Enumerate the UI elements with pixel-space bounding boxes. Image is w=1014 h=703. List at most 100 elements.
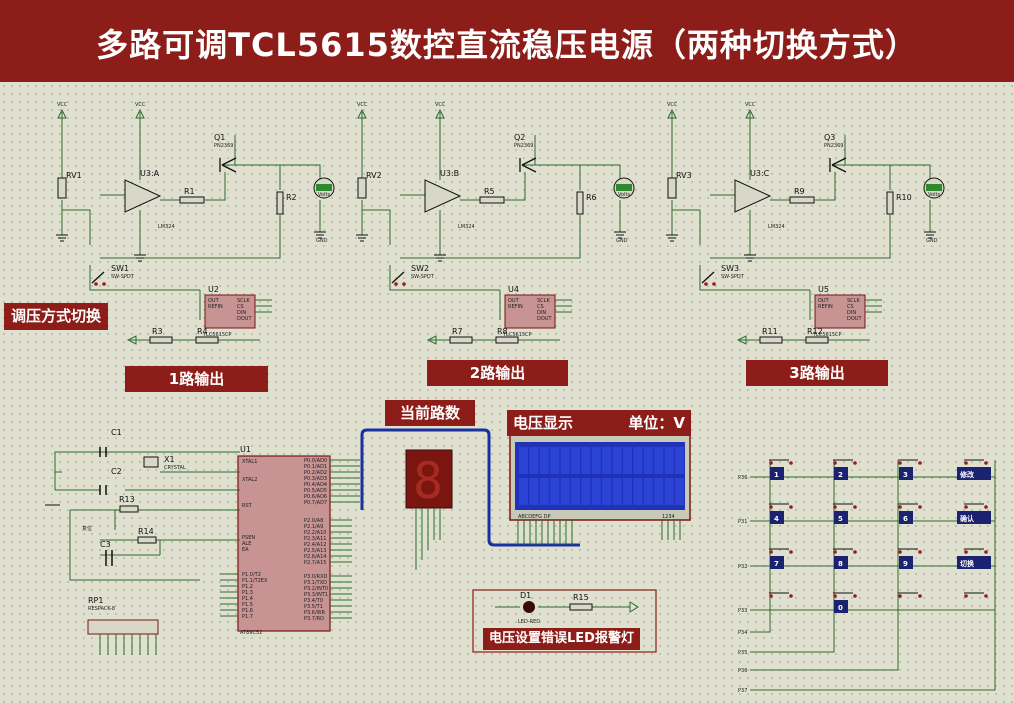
keypad-key-label: 0 bbox=[838, 604, 843, 612]
lcd-cell bbox=[581, 478, 591, 505]
lcd-cell bbox=[539, 478, 549, 505]
keypad-key-label: 确认 bbox=[960, 514, 975, 523]
keypad-key[interactable] bbox=[834, 511, 848, 524]
led-d1[interactable] bbox=[523, 601, 535, 613]
mcu-p3-pin: P3.0/RXD bbox=[304, 574, 328, 580]
opamp-ref: U3:B bbox=[440, 169, 459, 178]
mcu-p1-pin: P1.4 bbox=[242, 596, 253, 602]
lcd-cell bbox=[529, 478, 539, 505]
r-dac1-ref: R11 bbox=[762, 327, 778, 336]
r-dac1-ref: R3 bbox=[152, 327, 163, 336]
lcd-cell bbox=[633, 478, 643, 505]
mcu-chip[interactable] bbox=[237, 455, 331, 632]
keypad-key[interactable] bbox=[834, 556, 848, 569]
mcu-p3-pin: P3.5/T1 bbox=[304, 604, 323, 610]
keypad-key[interactable] bbox=[770, 467, 784, 480]
keypad-key[interactable] bbox=[957, 511, 991, 524]
r-dac2-ref: R4 bbox=[197, 327, 208, 336]
keypad-key[interactable] bbox=[770, 511, 784, 524]
mcu-ref: U1 bbox=[240, 445, 251, 454]
mcu-p0-pin: P0.2/AD2 bbox=[304, 470, 327, 476]
opamp[interactable] bbox=[424, 179, 462, 213]
lcd-cell bbox=[519, 478, 528, 505]
led-alarm-box bbox=[472, 589, 657, 653]
x1-ref: X1 bbox=[164, 455, 175, 464]
mode-switch-label: 调压方式切换 bbox=[4, 303, 108, 330]
page-title: 多路可调TCL5615数控直流稳压电源（两种切换方式） bbox=[96, 26, 918, 64]
mcu-p1-pin: P1.5 bbox=[242, 602, 253, 608]
dac-type: TLC5615CP bbox=[202, 332, 232, 338]
mcu-p1-pin: P1.2 bbox=[242, 584, 253, 590]
potentiometer[interactable] bbox=[57, 177, 67, 199]
keypad-key[interactable] bbox=[899, 511, 913, 524]
crystal-type: CRYSTAL bbox=[164, 465, 186, 471]
transistor[interactable] bbox=[829, 157, 847, 173]
seven-seg-display[interactable] bbox=[405, 449, 453, 509]
opamp[interactable] bbox=[734, 179, 772, 213]
seven-seg-digit: 8 bbox=[413, 452, 443, 510]
mcu-pin-label: EA bbox=[242, 547, 249, 553]
mcu-pin-label: XTAL1 bbox=[242, 459, 257, 465]
output-2-label: 2路输出 bbox=[427, 360, 568, 386]
keypad-key[interactable] bbox=[957, 467, 991, 480]
lcd-cell bbox=[633, 447, 643, 474]
voltage-display-text: 电压显示 bbox=[513, 414, 574, 432]
transistor-ref: Q3 bbox=[824, 133, 835, 142]
keypad-key-label: 6 bbox=[903, 515, 908, 523]
lcd-cell bbox=[602, 478, 612, 505]
meter-unit: Volts bbox=[928, 192, 940, 198]
lcd-cell bbox=[654, 447, 664, 474]
lcd-cell bbox=[675, 478, 684, 505]
transistor[interactable] bbox=[219, 157, 237, 173]
mcu-p0-pin: P0.6/AD6 bbox=[304, 494, 327, 500]
mcu-p3-pin: P3.7/RD bbox=[304, 616, 324, 622]
meter-unit: Volts bbox=[618, 192, 630, 198]
keypad-key-label: 1 bbox=[774, 471, 779, 479]
dac-chip[interactable] bbox=[204, 294, 256, 329]
key-row-label: P31 bbox=[738, 519, 747, 525]
keypad-key[interactable] bbox=[957, 556, 991, 569]
keypad-key[interactable] bbox=[834, 600, 848, 613]
dac-pin-label: DIN bbox=[537, 310, 546, 316]
potentiometer[interactable] bbox=[667, 177, 677, 199]
potentiometer[interactable] bbox=[357, 177, 367, 199]
data-bus bbox=[360, 428, 580, 547]
r-dac1-ref: R7 bbox=[452, 327, 463, 336]
lcd-cell bbox=[571, 478, 580, 505]
vcc-label: VCC bbox=[667, 102, 678, 108]
dac-pin-label: REFIN bbox=[818, 304, 833, 310]
rv-ref: RV2 bbox=[366, 171, 382, 180]
opamp-type: LM324 bbox=[768, 224, 785, 230]
dac-pin-label: SCLK bbox=[847, 298, 860, 304]
keypad-key[interactable] bbox=[899, 467, 913, 480]
mcu-part: AT89C52 bbox=[240, 630, 262, 636]
c3-ref: C3 bbox=[100, 540, 111, 549]
keypad-key[interactable] bbox=[899, 556, 913, 569]
mcu-p3-pin: P3.6/WR bbox=[304, 610, 326, 616]
dac-chip[interactable] bbox=[814, 294, 866, 329]
dac-pin-label: OUT bbox=[508, 298, 520, 304]
vcc-label: VCC bbox=[745, 102, 756, 108]
opamp[interactable] bbox=[124, 179, 162, 213]
reset-label: 复位 bbox=[82, 525, 92, 532]
lcd-digit-label: 1234 bbox=[662, 514, 675, 520]
current-channel-label: 当前路数 bbox=[385, 400, 475, 426]
output-1-label: 1路输出 bbox=[125, 366, 268, 392]
opamp-type: LM324 bbox=[458, 224, 475, 230]
mcu-p1-pin: P1.7 bbox=[242, 614, 253, 620]
keypad-key-label: 切换 bbox=[960, 559, 975, 568]
transistor[interactable] bbox=[519, 157, 537, 173]
gnd-label: GND bbox=[616, 238, 628, 244]
lcd-cell bbox=[643, 478, 653, 505]
dac-chip[interactable] bbox=[504, 294, 556, 329]
keypad-key[interactable] bbox=[770, 556, 784, 569]
key-row-label: P33 bbox=[738, 608, 747, 614]
keypad-key[interactable] bbox=[834, 467, 848, 480]
lcd-cell bbox=[675, 447, 684, 474]
unit-text: 单位：V bbox=[628, 414, 685, 432]
mcu-p1-pin: P1.6 bbox=[242, 608, 253, 614]
